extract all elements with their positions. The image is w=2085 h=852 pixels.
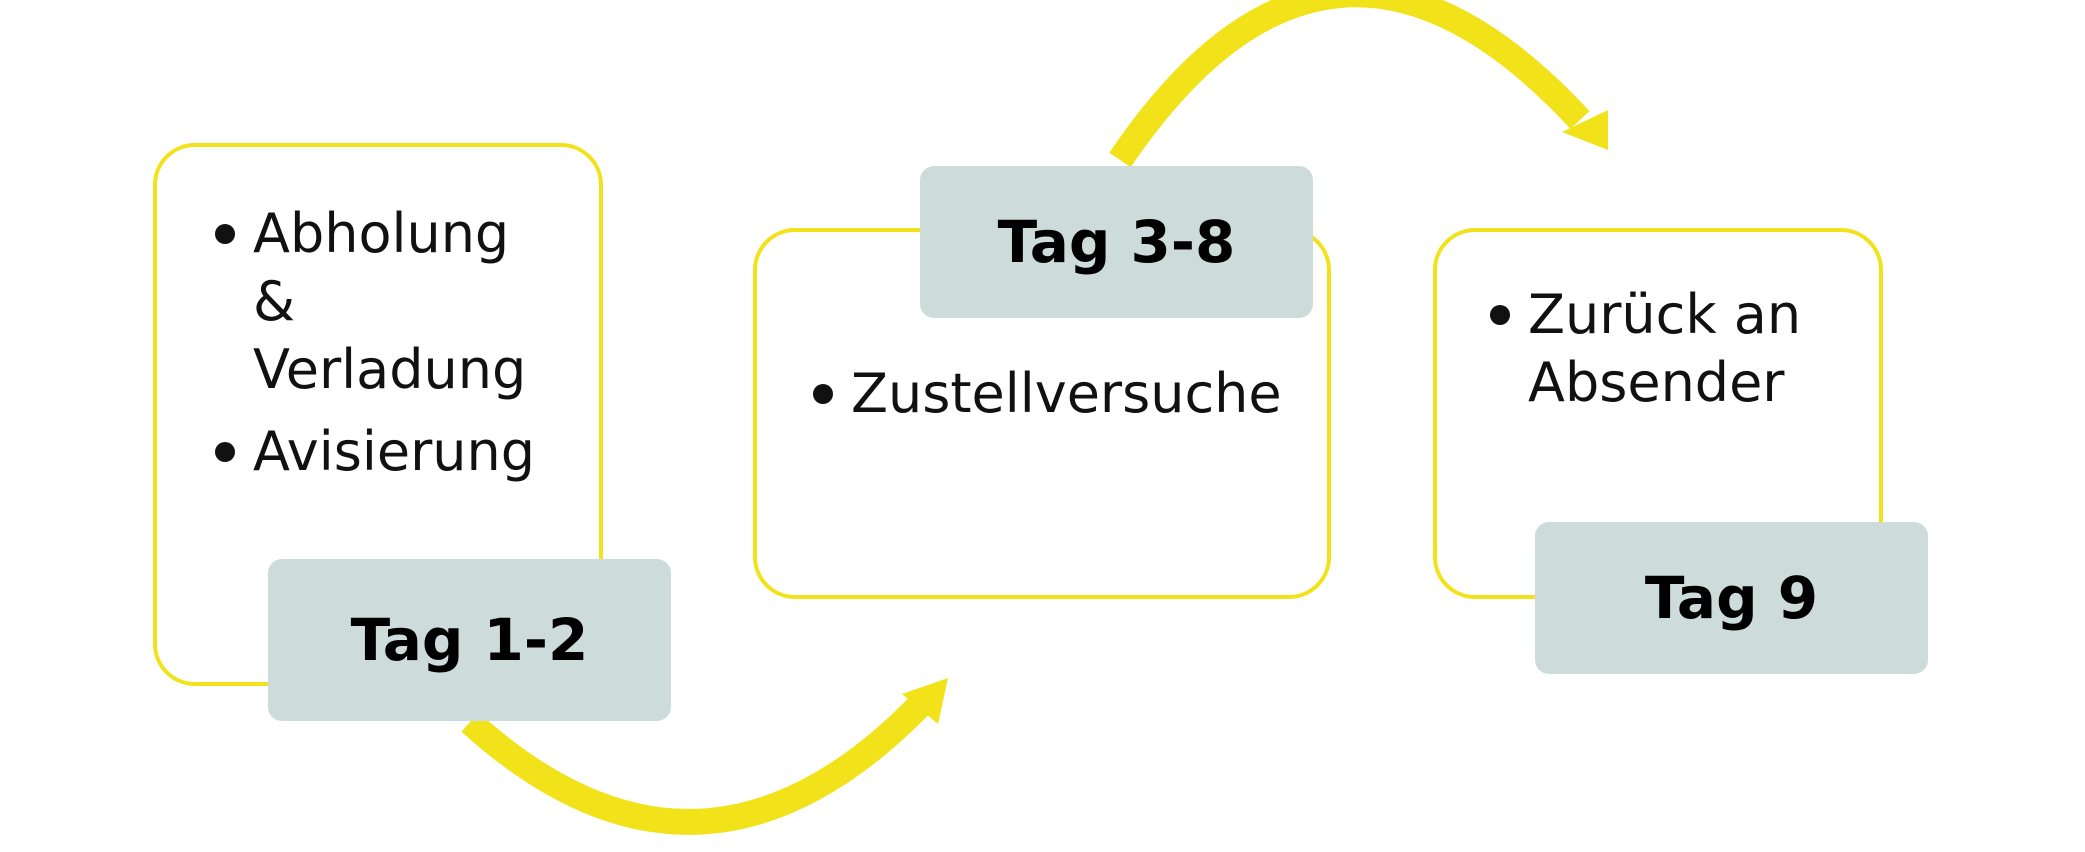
- step-1-bullet-2: Avisierung: [215, 418, 545, 486]
- arrow-step2-to-step3: [1109, 0, 1590, 168]
- step-3-tag: Tag 9: [1535, 522, 1928, 674]
- step-2-bullets: Zustellversuche: [813, 360, 1313, 442]
- step-2-bullet-1: Zustellversuche: [813, 360, 1313, 428]
- step-3-bullet-1: Zurück an Absender: [1490, 281, 1850, 417]
- arrow-head-step1-to-step2: [902, 678, 948, 724]
- step-1-bullet-1: Abholung & Verladung: [215, 200, 545, 404]
- arrow-head-step2-to-step3: [1562, 110, 1608, 150]
- step-1-tag: Tag 1-2: [268, 559, 671, 721]
- step-3-bullets: Zurück an Absender: [1490, 281, 1850, 431]
- arrow-step1-to-step2: [461, 695, 930, 835]
- step-2-tag: Tag 3-8: [920, 166, 1313, 318]
- step-1-bullets: Abholung & Verladung Avisierung: [215, 200, 545, 500]
